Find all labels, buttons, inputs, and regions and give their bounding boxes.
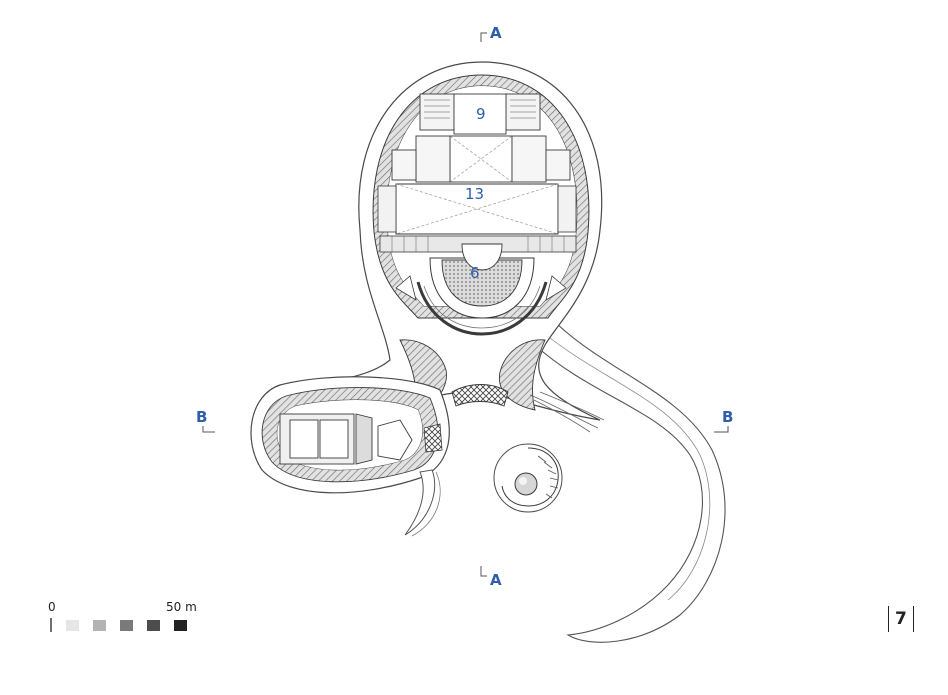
room-label-middle: 13 — [465, 185, 484, 203]
section-a-top-label: A — [490, 24, 502, 42]
section-marker-b-left: B — [196, 408, 215, 433]
scale-bar: 0 50 m — [48, 600, 197, 632]
hall-13-side-rooms — [377, 185, 577, 233]
scale-swatch — [66, 620, 79, 631]
section-b-right-label: B — [722, 408, 733, 426]
scale-swatch — [93, 620, 106, 631]
foyer-wing-right — [498, 339, 546, 411]
spiral-pavilion — [493, 443, 563, 513]
room-9-area — [449, 135, 513, 183]
auditorium — [416, 243, 548, 336]
entrance-lattice — [451, 384, 509, 407]
room-label-top: 9 — [476, 105, 486, 123]
section-a-bottom-label: A — [490, 571, 502, 589]
scale-swatch — [147, 620, 160, 631]
page-number: 7 — [888, 606, 914, 632]
scale-swatch — [174, 620, 187, 631]
right-ribbon-strands — [529, 391, 605, 433]
left-ribbon-tail-line — [411, 471, 441, 537]
mid-side-blocks — [391, 135, 571, 183]
section-marker-b-right: B — [714, 408, 733, 433]
section-b-left-label: B — [196, 408, 207, 426]
section-marker-a-bottom: A — [480, 566, 502, 589]
room-13-area — [395, 183, 559, 235]
roof-ribbon-inner — [539, 329, 711, 601]
small-theatre-block — [279, 413, 413, 465]
left-ribbon-tail — [404, 469, 436, 536]
scale-swatch — [120, 620, 133, 631]
section-marker-a-top: A — [480, 24, 502, 42]
room-label-hall: 6 — [470, 264, 480, 282]
foyer-stairs — [395, 275, 567, 301]
scale-end-label: 50 m — [166, 600, 197, 614]
upper-service-blocks — [419, 93, 541, 135]
scale-start-label: 0 — [48, 600, 56, 614]
left-lattice — [423, 423, 443, 453]
roof-ribbon — [534, 314, 726, 643]
